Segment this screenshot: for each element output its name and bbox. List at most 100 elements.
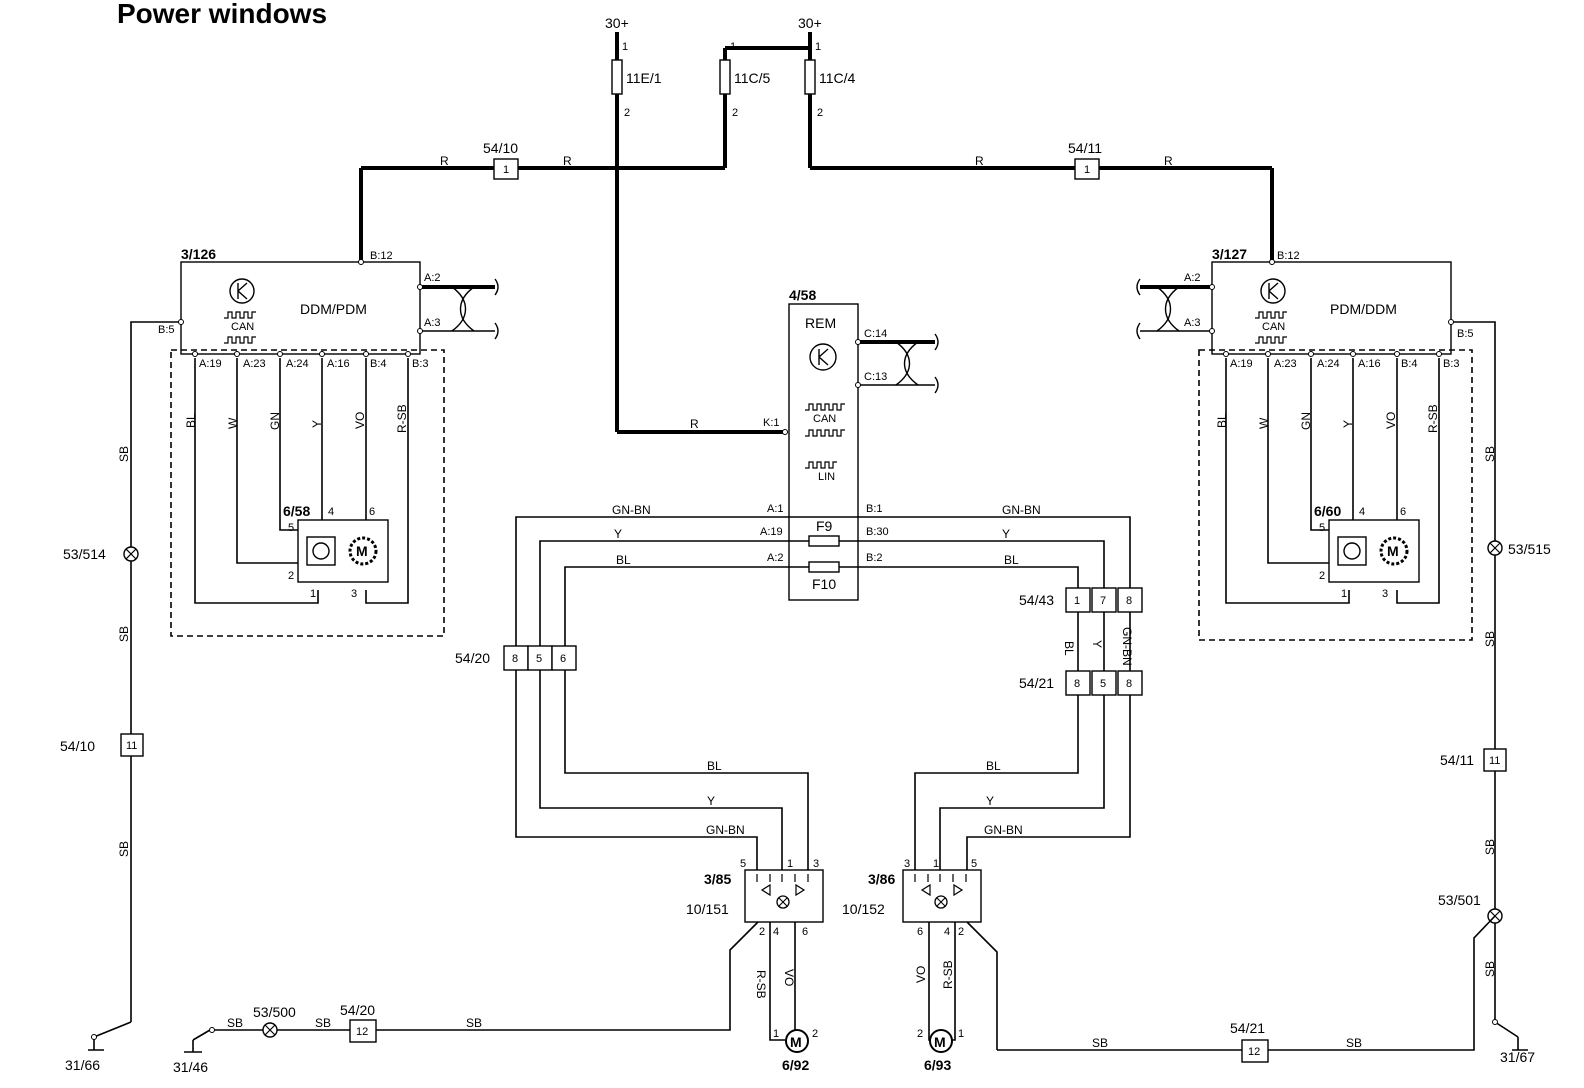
pin-label: 8	[1126, 595, 1132, 607]
pin-label: 4	[773, 926, 779, 938]
label-fuse-11c4: 11C/4	[819, 70, 856, 86]
rear-motor-6-93	[929, 1029, 953, 1053]
pin-label: 1	[622, 41, 628, 53]
wire-label: R	[563, 154, 572, 168]
door-boundary	[170, 349, 445, 637]
pin-dots	[178, 259, 1454, 435]
fuse-11c5	[719, 59, 731, 95]
pin-label: 2	[817, 107, 823, 119]
pin-label: 11	[1489, 755, 1500, 767]
motor-id: 6/93	[924, 1057, 951, 1073]
fuse-f10	[808, 561, 840, 573]
rear-left-switch-group: 3/85 10/151 5 1 3 2 4 6 R-SB VO M 1 2 6/…	[173, 858, 824, 1075]
pin-label: A:23	[243, 358, 266, 370]
connector-label: 54/11	[1068, 140, 1102, 156]
wire-label: GN	[1299, 412, 1313, 430]
pin-label: B:2	[866, 552, 883, 564]
wire-label: W	[226, 417, 240, 429]
transistor-icon	[1260, 278, 1286, 304]
module-ddm-pdm	[180, 261, 421, 355]
pin-label: 2	[917, 1028, 923, 1040]
connector-54-10-top	[493, 158, 519, 180]
wire-label: R	[690, 417, 699, 431]
wire-label: SB	[1346, 1036, 1362, 1050]
pin-label: 8	[512, 653, 518, 665]
module-id: 3/126	[181, 246, 216, 262]
pin-label: 1	[1341, 588, 1347, 600]
wire-label: GN-BN	[706, 823, 745, 837]
module-id: 3/127	[1212, 246, 1247, 262]
pin-label: A:3	[424, 317, 441, 329]
wire-label: SB	[1483, 446, 1497, 462]
pin-label: 11	[126, 740, 137, 752]
door-boundary	[1198, 349, 1473, 641]
pin-label: A:2	[1184, 272, 1201, 284]
connector-54-21-bottom	[1241, 1039, 1269, 1063]
fuse-label: F10	[812, 576, 836, 592]
rear-right-switch-group: 3/86 10/152 3 1 5 6 4 2 VO R-SB M 2 1 6/…	[842, 858, 1362, 1073]
connector-label: 54/11	[1440, 752, 1474, 768]
label-30-right: 30+	[798, 15, 822, 31]
fuse-f9	[808, 535, 840, 547]
wire-label: SB	[227, 1016, 243, 1030]
motor-glyph: M	[356, 543, 368, 559]
wire-label: GN-BN	[612, 503, 651, 517]
pin-label: 3	[813, 858, 819, 870]
pin-label: A:24	[1317, 358, 1340, 370]
ground-31-46	[184, 1029, 211, 1053]
pin-label: B:3	[412, 358, 429, 370]
pin-label: K:1	[763, 417, 780, 429]
splice-label: 53/500	[253, 1004, 296, 1020]
wire-label: GN-BN	[984, 823, 1023, 837]
connector-54-11-top	[1074, 158, 1100, 180]
motor-id: 6/92	[782, 1057, 809, 1073]
wire-label: BL	[616, 553, 631, 567]
rear-motor-6-92	[785, 1029, 809, 1053]
pin-label: 3	[351, 588, 357, 600]
splice-label: 53/515	[1508, 541, 1551, 557]
module-lower-pins: A:19 A:23 A:24 A:16 B:4 B:3	[199, 358, 429, 370]
pin-label: 2	[1319, 570, 1325, 582]
pin-label: 2	[759, 926, 765, 938]
fuse-11c4	[804, 59, 816, 95]
power-supply: 30+ 30+ 11E/1 11C/5 11C/4 1 1 1 2 2 2 R …	[359, 15, 1274, 434]
ground-label: 31/66	[65, 1057, 100, 1073]
pin-label: 2	[732, 107, 738, 119]
lin-label: LIN	[818, 471, 835, 483]
pin-label: A:1	[767, 503, 784, 515]
switch-sub-id: 10/151	[686, 901, 729, 917]
connector-label: 54/20	[455, 650, 490, 666]
connector-54-20-bottom	[349, 1019, 377, 1043]
pin-label: 4	[328, 506, 334, 518]
wire-label: VO	[782, 969, 796, 986]
rear-harness: GN-BN Y BL BL Y GN-BN 8 5 6 54/20 GN-BN …	[455, 503, 1143, 870]
pin-label: 5	[740, 858, 746, 870]
wire-label: SB	[466, 1016, 482, 1030]
motor-icon	[1379, 536, 1409, 566]
module-name: PDM/DDM	[1330, 301, 1397, 317]
module-lower-pins: A:19 A:23 A:24 A:16 B:4 B:3	[1230, 358, 1460, 370]
ground-label: 31/67	[1500, 1049, 1535, 1065]
connector-label: 54/10	[60, 738, 95, 754]
pin-label: 5	[1100, 678, 1106, 690]
pin-label: 4	[944, 926, 950, 938]
connector-54-20: 8 5 6 54/20	[455, 645, 577, 671]
switch-id: 3/85	[704, 871, 731, 887]
wire-label: GN-BN	[1120, 627, 1134, 666]
pin-label: 12	[356, 1026, 368, 1038]
pin-label: B:4	[370, 358, 387, 370]
pin-label: 6	[917, 926, 923, 938]
label-fuse-11e1: 11E/1	[626, 70, 662, 86]
connector-label: 54/43	[1019, 592, 1054, 608]
wire-label: R	[975, 154, 984, 168]
wire-label: GN	[268, 412, 282, 430]
motor-icon	[348, 536, 378, 566]
pin-label: A:2	[767, 552, 784, 564]
wire-label: SB	[1483, 631, 1497, 647]
hall-sensor-icon	[1337, 536, 1367, 566]
pin-label: C:14	[864, 328, 887, 340]
pin-label: 1	[310, 588, 316, 600]
wire-label: SB	[315, 1016, 331, 1030]
switch-id: 3/86	[868, 871, 895, 887]
connector-label: 54/21	[1230, 1020, 1265, 1036]
